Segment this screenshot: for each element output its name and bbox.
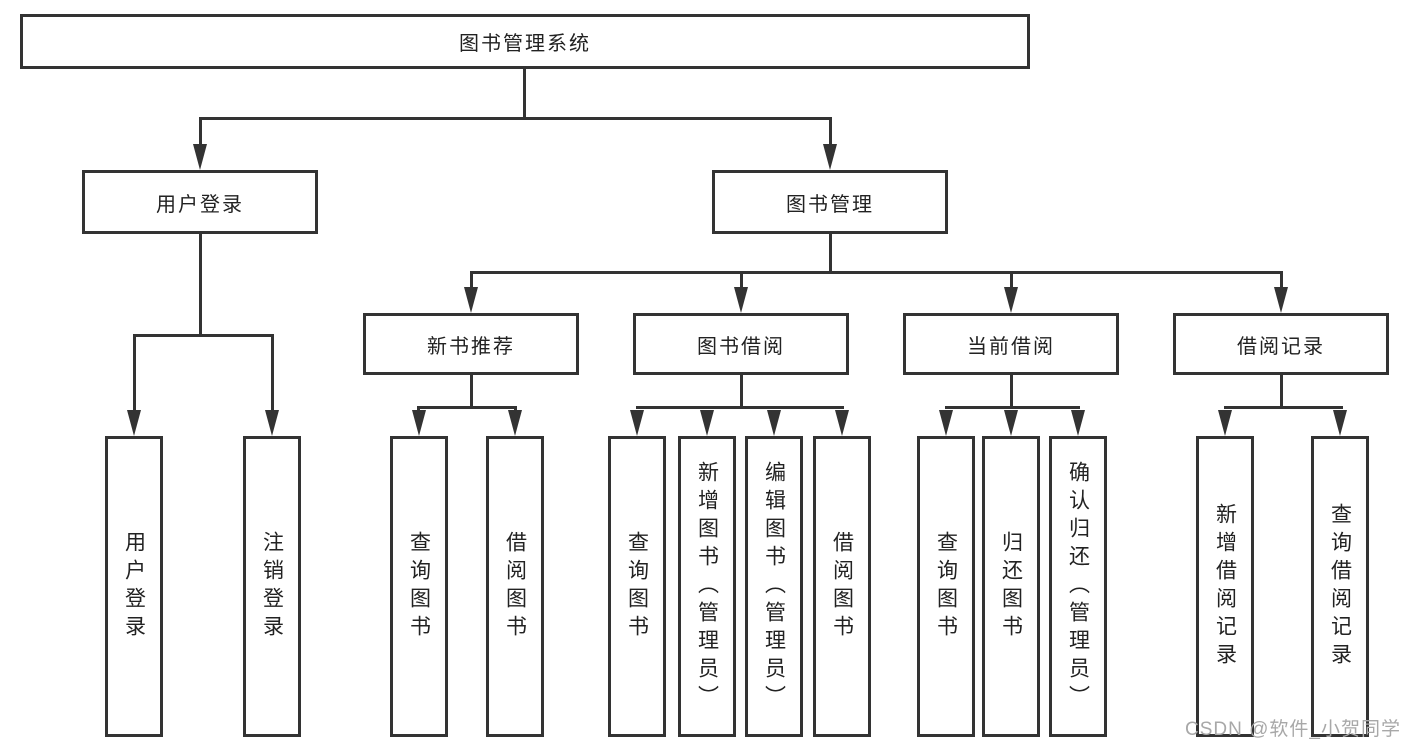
connector-line [470, 271, 1283, 274]
connector-line [829, 234, 832, 274]
arrow-down-icon [835, 410, 849, 436]
leaf-query-books-current: 查询图书 [917, 436, 975, 737]
connector-line [470, 271, 473, 291]
node-current-borrowing: 当前借阅 [903, 313, 1119, 375]
arrow-down-icon [1004, 410, 1018, 436]
node-label: 查询图书 [407, 530, 431, 643]
leaf-user-login: 用户登录 [105, 436, 163, 737]
node-label: 确认归还（管理员） [1066, 460, 1090, 713]
connector-line [523, 68, 526, 119]
connector-line [1224, 406, 1343, 409]
node-label: 图书借阅 [697, 335, 785, 358]
leaf-return-books: 归还图书 [982, 436, 1040, 737]
arrow-down-icon [939, 410, 953, 436]
connector-line [133, 334, 274, 337]
connector-line [1010, 375, 1013, 409]
node-label: 新增借阅记录 [1213, 502, 1237, 671]
arrow-down-icon [767, 410, 781, 436]
arrow-down-icon [1274, 287, 1288, 313]
node-label: 查询图书 [625, 530, 649, 643]
arrow-down-icon [734, 287, 748, 313]
arrow-down-icon [1071, 410, 1085, 436]
node-label: 借阅图书 [503, 530, 527, 643]
node-borrowing-records: 借阅记录 [1173, 313, 1389, 375]
leaf-edit-books-admin: 编辑图书（管理员） [745, 436, 803, 737]
arrow-down-icon [127, 410, 141, 436]
arrow-down-icon [1218, 410, 1232, 436]
leaf-query-books-recommend: 查询图书 [390, 436, 448, 737]
connector-line [740, 375, 743, 409]
connector-line [829, 117, 832, 147]
connector-line [1280, 271, 1283, 291]
node-label: 归还图书 [999, 530, 1023, 643]
leaf-logout: 注销登录 [243, 436, 301, 737]
arrow-down-icon [412, 410, 426, 436]
connector-line [199, 117, 202, 147]
node-book-management: 图书管理 [712, 170, 948, 234]
node-label: 用户登录 [156, 193, 244, 216]
arrow-down-icon [1333, 410, 1347, 436]
connector-line [133, 334, 136, 414]
connector-line [417, 406, 517, 409]
node-label: 当前借阅 [967, 335, 1055, 358]
connector-line [271, 334, 274, 414]
leaf-add-books-admin: 新增图书（管理员） [678, 436, 736, 737]
leaf-query-books-borrowing: 查询图书 [608, 436, 666, 737]
node-label: 借阅记录 [1237, 335, 1325, 358]
leaf-borrow-books-borrowing: 借阅图书 [813, 436, 871, 737]
node-label: 图书管理 [786, 193, 874, 216]
csdn-watermark: CSDN @软件_小贺同学 [1185, 719, 1401, 740]
arrow-down-icon [193, 144, 207, 170]
arrow-down-icon [265, 410, 279, 436]
connector-line [199, 117, 832, 120]
connector-line [1010, 271, 1013, 291]
arrow-down-icon [823, 144, 837, 170]
arrow-down-icon [508, 410, 522, 436]
connector-line [1280, 375, 1283, 409]
node-label: 用户登录 [122, 530, 146, 643]
arrow-down-icon [630, 410, 644, 436]
leaf-add-borrow-record: 新增借阅记录 [1196, 436, 1254, 737]
node-label: 新增图书（管理员） [695, 460, 719, 713]
connector-line [740, 271, 743, 291]
node-new-book-recommendation: 新书推荐 [363, 313, 579, 375]
leaf-query-borrow-record: 查询借阅记录 [1311, 436, 1369, 737]
connector-line [199, 234, 202, 336]
arrow-down-icon [1004, 287, 1018, 313]
arrow-down-icon [700, 410, 714, 436]
node-label: 查询图书 [934, 530, 958, 643]
node-label: 借阅图书 [830, 530, 854, 643]
leaf-confirm-return-admin: 确认归还（管理员） [1049, 436, 1107, 737]
node-label: 注销登录 [260, 530, 284, 643]
connector-line [470, 375, 473, 409]
node-book-borrowing: 图书借阅 [633, 313, 849, 375]
leaf-borrow-books-recommend: 借阅图书 [486, 436, 544, 737]
node-user-login: 用户登录 [82, 170, 318, 234]
node-label: 查询借阅记录 [1328, 502, 1352, 671]
node-root-library-management-system: 图书管理系统 [20, 14, 1030, 69]
node-label: 编辑图书（管理员） [762, 460, 786, 713]
node-label: 新书推荐 [427, 335, 515, 358]
arrow-down-icon [464, 287, 478, 313]
connector-line [636, 406, 844, 409]
node-label: 图书管理系统 [459, 33, 591, 55]
connector-line [945, 406, 1080, 409]
